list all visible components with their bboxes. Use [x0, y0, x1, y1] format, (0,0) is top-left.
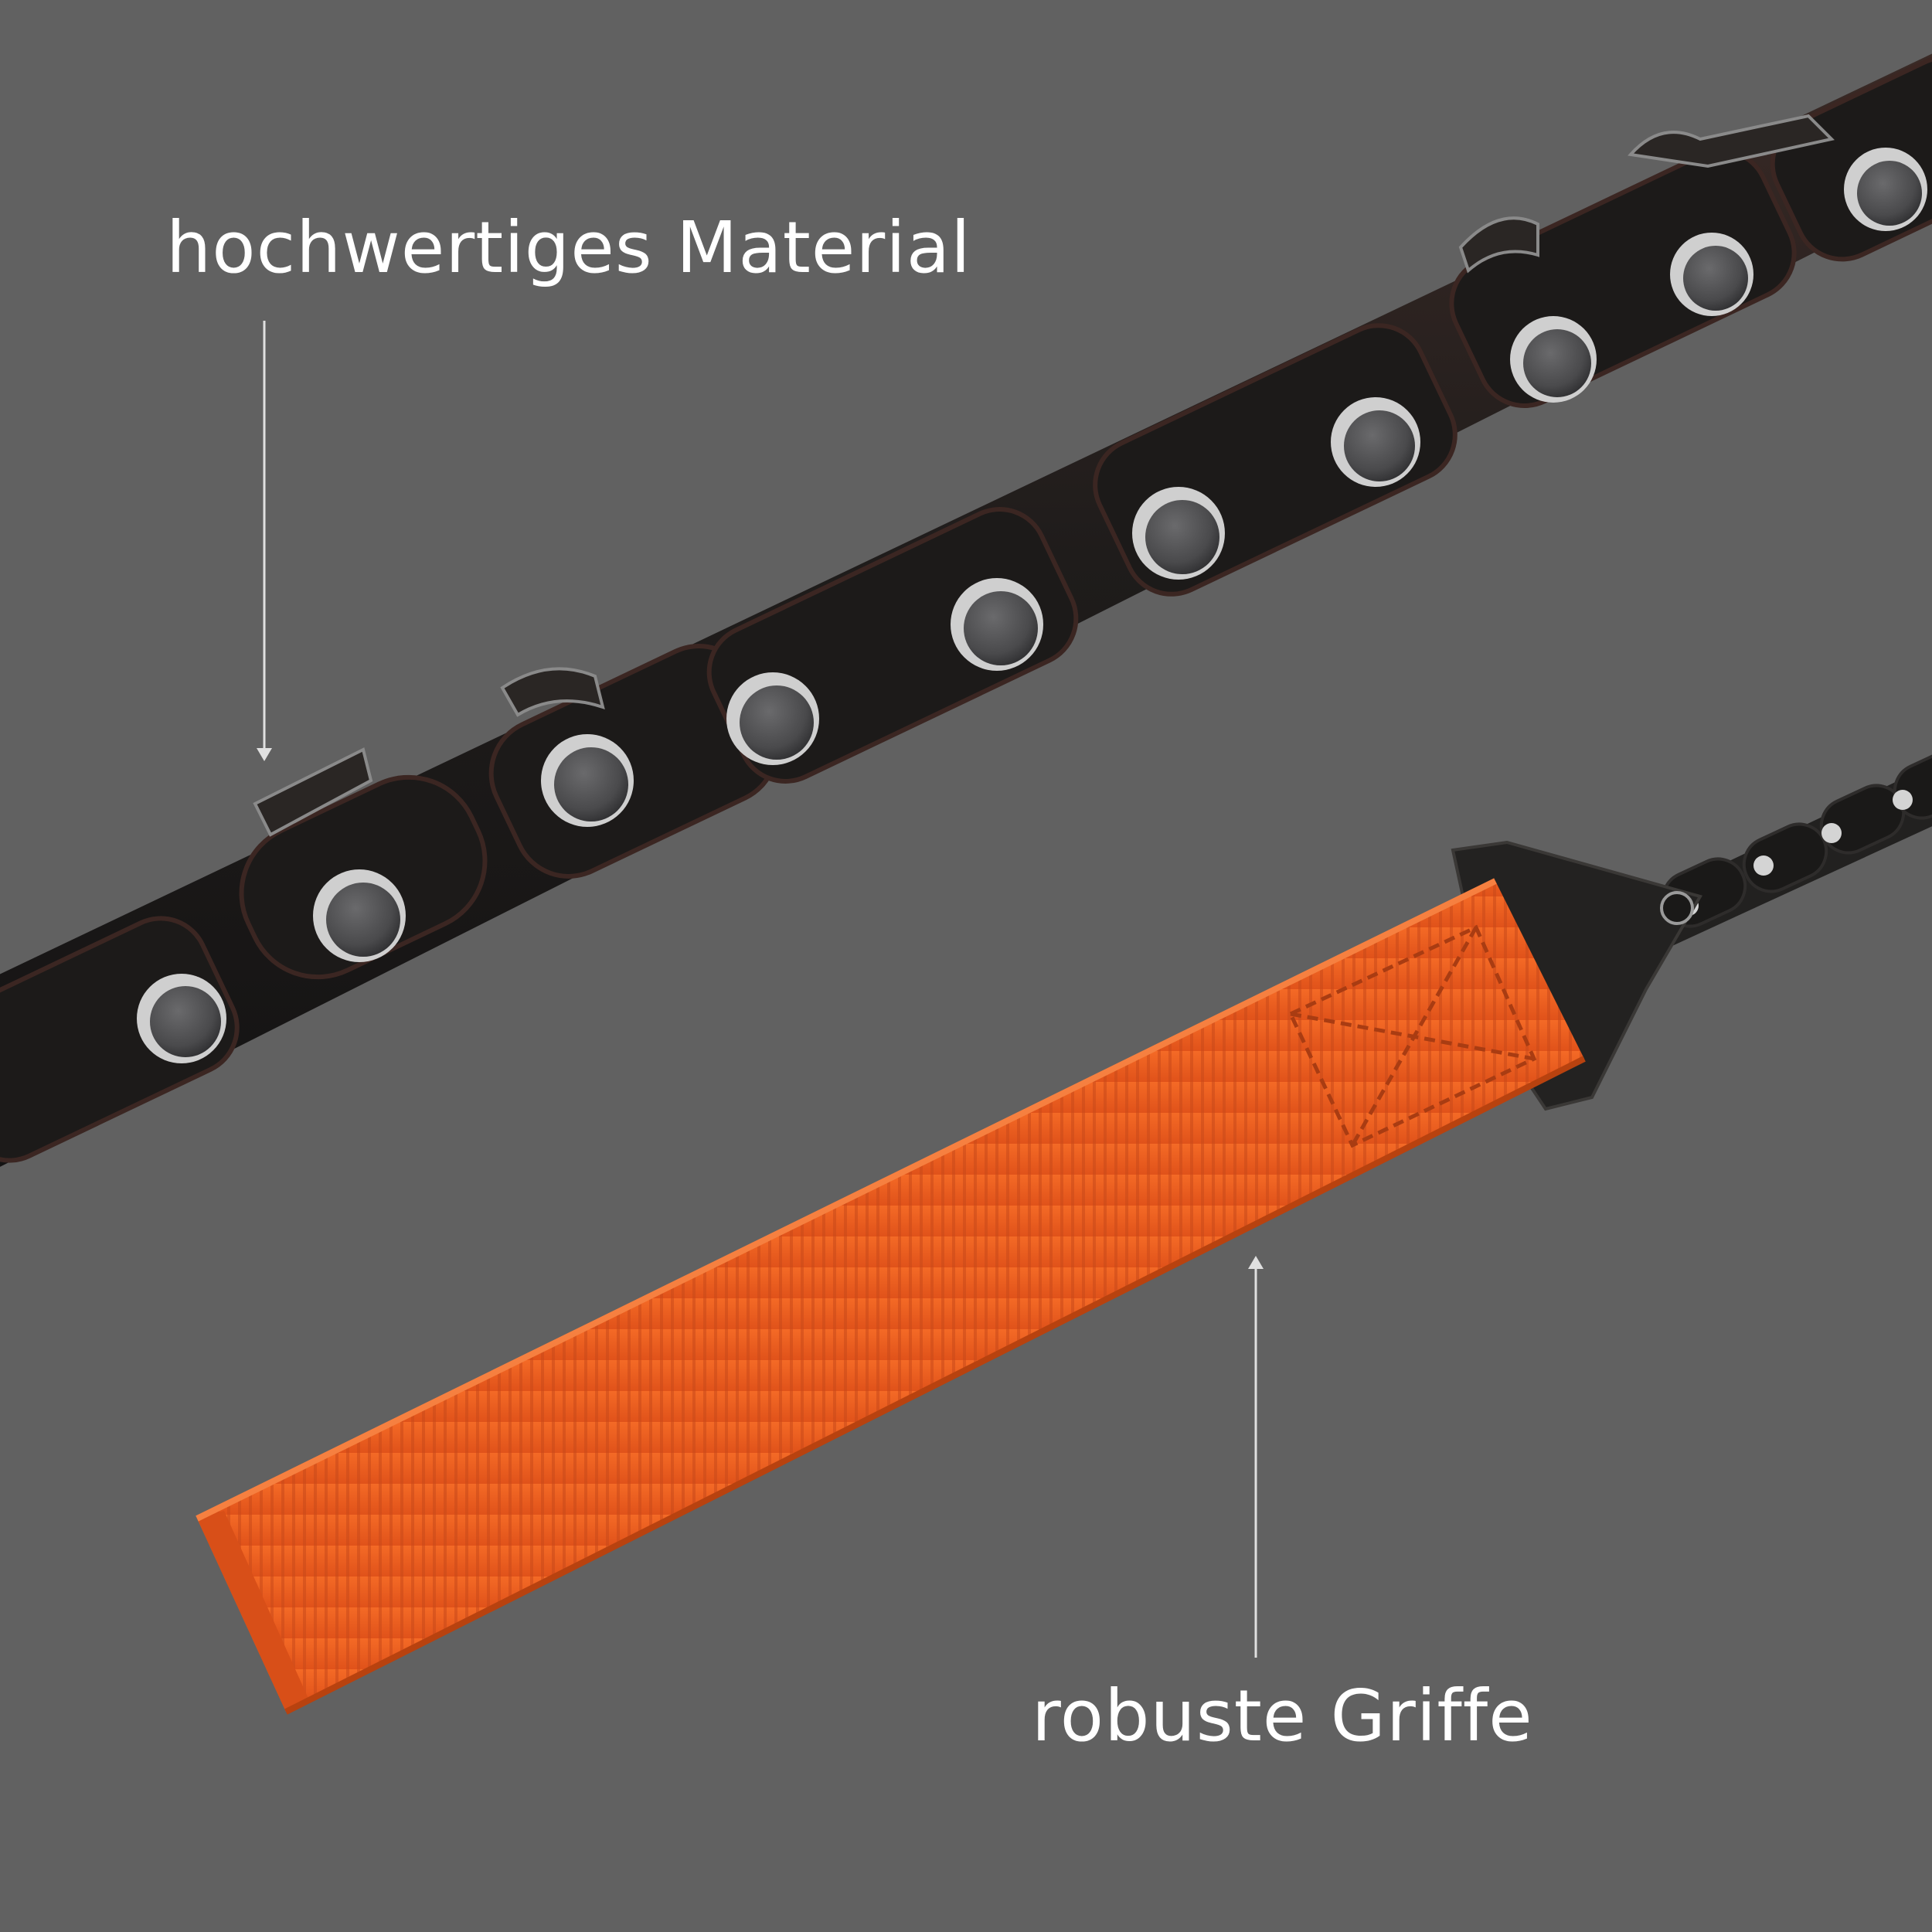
handle-strap-edge — [197, 1511, 309, 1712]
callout-label-material: hochwertiges Material — [166, 206, 971, 289]
rivet — [1132, 487, 1225, 580]
rivet — [1331, 397, 1420, 487]
chain-rivets — [137, 148, 1927, 1063]
handle-strap — [197, 881, 1584, 1712]
thin-chain — [1638, 749, 1932, 954]
up-arrow-icon — [1248, 1256, 1264, 1269]
callout-griffe-pointer — [1248, 1256, 1264, 1658]
rivet — [726, 672, 819, 765]
callout-label-griffe: robuste Griffe — [1032, 1675, 1533, 1757]
rivet — [1510, 316, 1597, 403]
strap-stitching — [1287, 924, 1537, 1148]
callout-material-pointer — [257, 321, 272, 761]
rivet — [951, 578, 1043, 671]
rivet — [1670, 233, 1753, 316]
rivet — [541, 734, 634, 827]
rivet — [137, 974, 226, 1063]
rivet — [313, 869, 406, 962]
handle — [196, 840, 1703, 1715]
saw-chain — [0, 53, 1932, 1167]
cutter-teeth — [253, 114, 1835, 837]
down-arrow-icon — [257, 748, 272, 761]
rivet — [1844, 148, 1927, 231]
